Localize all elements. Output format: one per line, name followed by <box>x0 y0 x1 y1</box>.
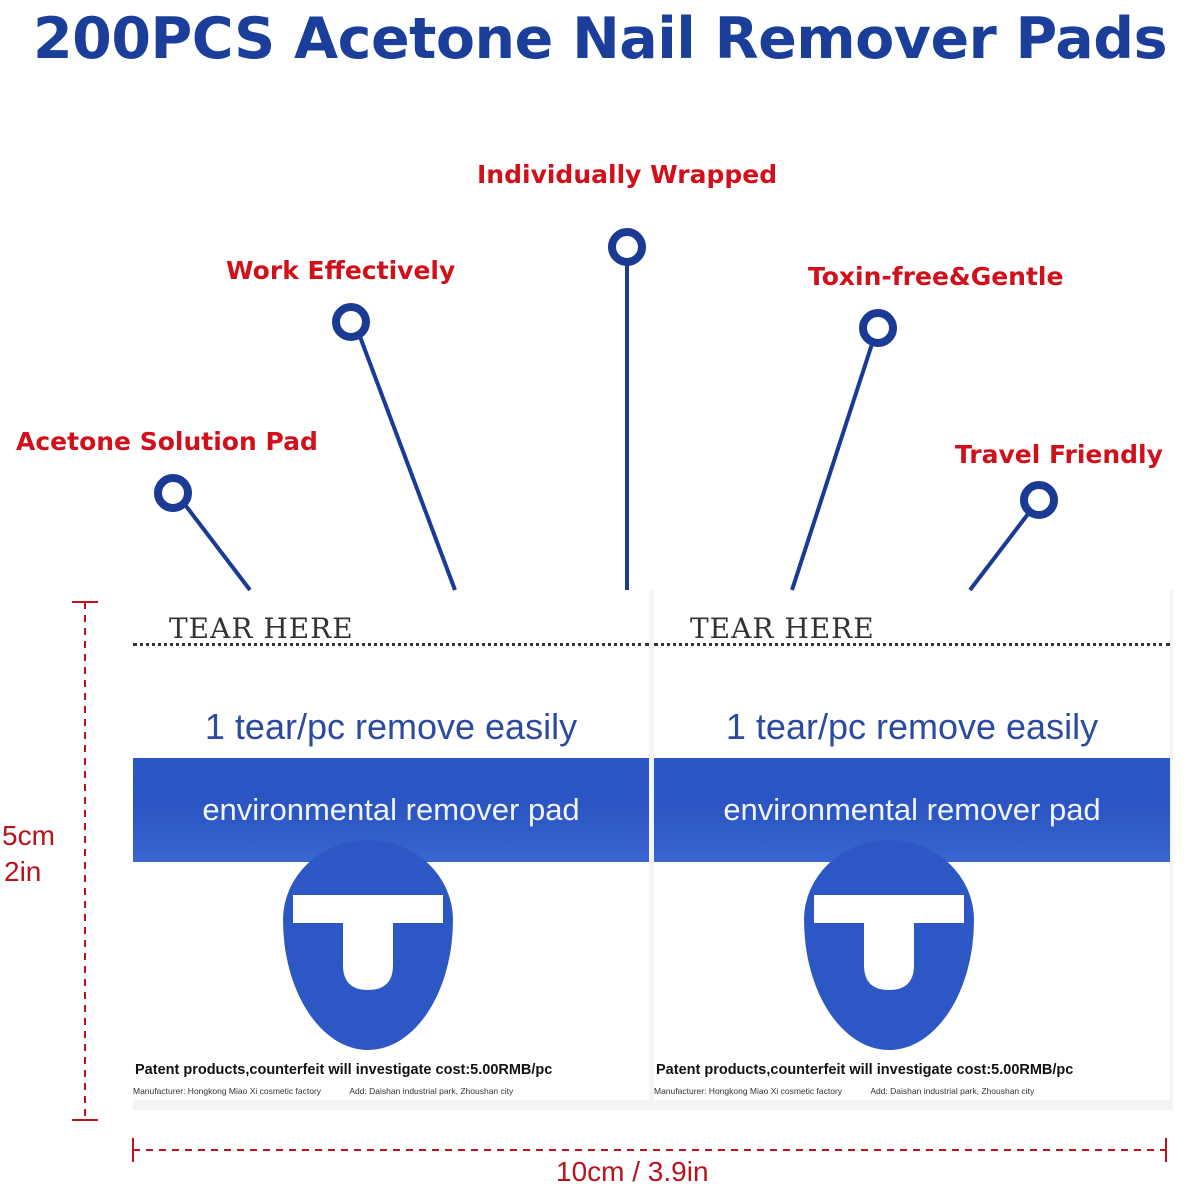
callout-circle-icon <box>154 474 192 512</box>
callout-circle-icon <box>332 303 370 341</box>
packet-headline: 1 tear/pc remove easily <box>725 706 1099 747</box>
packet-manufacturer: Manufacturer: Hongkong Miao Xi cosmetic … <box>654 1086 843 1096</box>
feature-travel-friendly: Travel Friendly <box>955 440 1163 469</box>
pad-oval <box>804 840 974 1050</box>
packet-address: Add: Daishan industrial park, Zhoushan c… <box>349 1086 514 1096</box>
tear-here-label: TEAR HERE <box>169 612 354 645</box>
packet-address: Add: Daishan industrial park, Zhoushan c… <box>870 1086 1035 1096</box>
pad-oval <box>283 840 453 1050</box>
pad-packet-right: TEAR HERE 1 tear/pc remove easily enviro… <box>654 590 1170 1100</box>
pad-packet-left: TEAR HERE 1 tear/pc remove easily enviro… <box>133 590 649 1100</box>
callout-circle-icon <box>859 309 897 347</box>
tear-here-label: TEAR HERE <box>690 612 875 645</box>
callout-line-travel <box>968 512 1030 592</box>
feature-acetone-solution-pad: Acetone Solution Pad <box>16 427 318 456</box>
page-title: 200PCS Acetone Nail Remover Pads <box>33 6 1168 72</box>
width-label: 10cm / 3.9in <box>556 1156 709 1187</box>
callout-line-toxin <box>790 343 874 591</box>
feature-individually-wrapped: Individually Wrapped <box>477 160 778 189</box>
height-in-label: 2in <box>4 856 42 887</box>
packet-band-text: environmental remover pad <box>723 792 1101 827</box>
packet-patent-text: Patent products,counterfeit will investi… <box>135 1062 553 1078</box>
callout-circle-icon <box>1020 481 1058 519</box>
tear-line <box>133 643 649 646</box>
pad-t-cutout-icon <box>293 895 443 990</box>
height-cm-label: 5cm <box>2 820 55 851</box>
packet-patent-text: Patent products,counterfeit will investi… <box>656 1062 1074 1078</box>
packet-headline: 1 tear/pc remove easily <box>204 706 578 747</box>
feature-toxin-free-gentle: Toxin-free&Gentle <box>808 262 1064 291</box>
callout-circle-icon <box>608 228 646 266</box>
packet-band-text: environmental remover pad <box>202 792 580 827</box>
packet-manufacturer-line: Manufacturer: Hongkong Miao Xi cosmetic … <box>133 1086 649 1096</box>
pad-packets: TEAR HERE 1 tear/pc remove easily enviro… <box>133 590 1173 1110</box>
feature-work-effectively: Work Effectively <box>226 256 456 285</box>
packet-manufacturer: Manufacturer: Hongkong Miao Xi cosmetic … <box>133 1086 322 1096</box>
tear-line <box>654 643 1170 646</box>
callout-line-work <box>357 333 457 591</box>
pad-t-cutout-icon <box>814 895 964 990</box>
callout-line-acetone <box>184 504 252 592</box>
packet-manufacturer-line: Manufacturer: Hongkong Miao Xi cosmetic … <box>654 1086 1170 1096</box>
